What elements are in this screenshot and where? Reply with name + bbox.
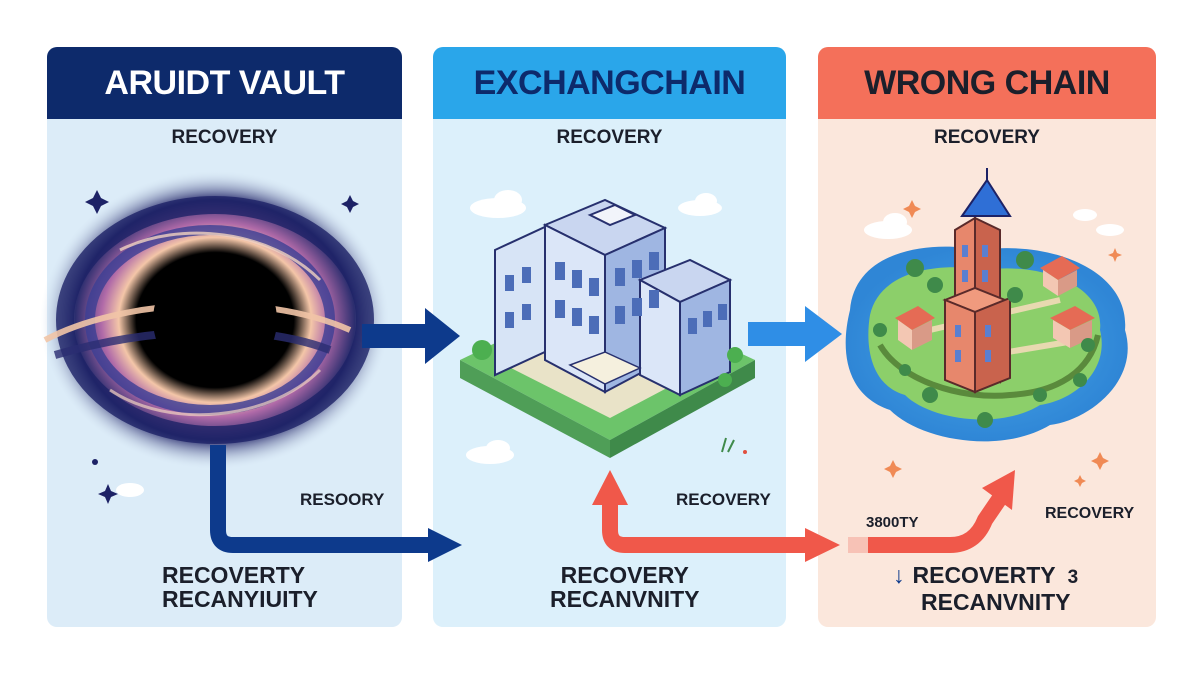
vault-side-label: RESOORY bbox=[300, 490, 385, 509]
arrow-vault-to-exchange bbox=[362, 308, 460, 364]
panel-exchange-header: EXCHANGCHAIN bbox=[433, 47, 786, 119]
exchange-bottom-line2: RECANVNITY bbox=[550, 586, 700, 612]
vault-bottom-line1: RECOVERTY bbox=[162, 562, 306, 588]
panel-exchange-title: EXCHANGCHAIN bbox=[473, 63, 746, 102]
island-town-icon bbox=[845, 168, 1128, 442]
sparkle-icon bbox=[85, 190, 359, 504]
panel-vault-subtitle: RECOVERY bbox=[171, 127, 278, 148]
arrow-vault-down-to-exchange bbox=[210, 445, 462, 562]
panel-wrong-chain-title: WRONG CHAIN bbox=[864, 63, 1110, 102]
panel-wrong-chain-header: WRONG CHAIN bbox=[818, 47, 1156, 119]
wrong-chain-bottom-line1: RECOVERTY bbox=[912, 562, 1056, 588]
wrong-chain-bottom-label: ↓ RECOVERTY 3 RECANVNITY bbox=[893, 563, 1078, 614]
arrow-return-loop bbox=[592, 470, 840, 562]
arrow-exchange-to-wrong-chain bbox=[748, 306, 842, 362]
exchange-side-label: RECOVERY bbox=[676, 490, 771, 509]
down-arrow-icon: ↓ bbox=[893, 562, 905, 588]
wrong-chain-side-label: RECOVERY bbox=[1045, 505, 1135, 522]
black-hole-icon bbox=[40, 170, 390, 470]
panel-vault-header: ARUIDT VAULT bbox=[47, 47, 402, 119]
cloud-icon bbox=[116, 190, 1124, 497]
plant-icon bbox=[721, 437, 747, 454]
wrong-chain-bottom-line2: RECANVNITY bbox=[921, 589, 1071, 615]
sparkle-icon bbox=[884, 200, 1122, 487]
panel-wrong-chain-subtitle: RECOVERY bbox=[934, 127, 1040, 148]
wrong-chain-bottom-number: 3 bbox=[1067, 567, 1079, 588]
vault-bottom-line2: RECANYIUITY bbox=[162, 586, 318, 612]
exchange-bottom-label: RECOVERY RECANVNITY bbox=[550, 563, 700, 611]
exchange-bottom-line1: RECOVERY bbox=[560, 562, 689, 588]
office-building-icon bbox=[460, 198, 755, 458]
panel-exchange-subtitle: RECOVERY bbox=[556, 127, 663, 148]
wrong-chain-amount-label: 3800TY bbox=[866, 514, 919, 531]
panel-vault-title: ARUIDT VAULT bbox=[104, 63, 345, 102]
vault-bottom-label: RECOVERTY RECANYIUITY bbox=[162, 563, 318, 611]
arrow-wrong-chain-up bbox=[848, 470, 1015, 553]
